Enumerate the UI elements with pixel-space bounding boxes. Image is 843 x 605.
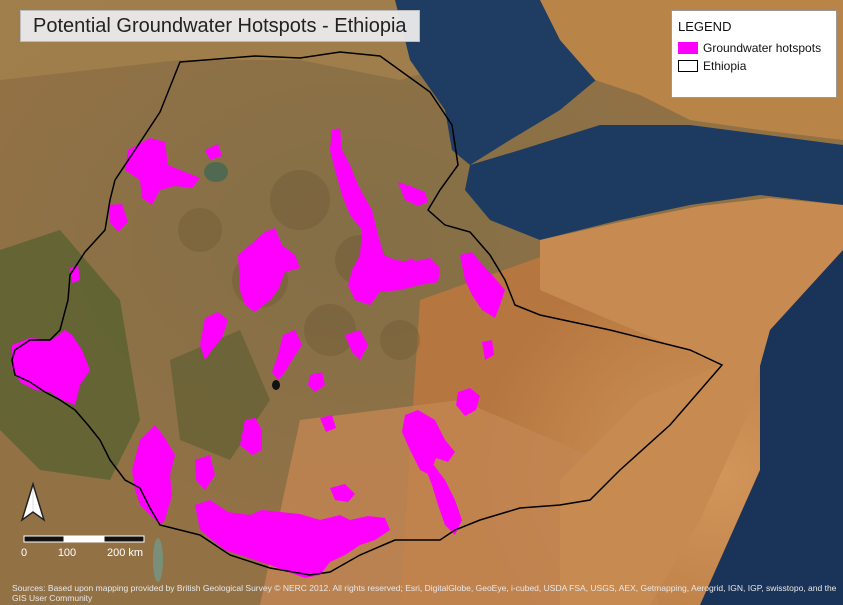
legend-item-hotspots: Groundwater hotspots bbox=[678, 41, 830, 55]
hotspot-swatch-icon bbox=[678, 42, 698, 54]
legend-label-hotspots: Groundwater hotspots bbox=[703, 41, 822, 55]
scale-label-100: 100 bbox=[58, 547, 76, 559]
legend-title: LEGEND bbox=[678, 19, 732, 34]
hotspot-west bbox=[12, 330, 90, 405]
legend-item-ethiopia: Ethiopia bbox=[678, 59, 830, 73]
north-arrow-icon bbox=[20, 482, 46, 522]
indian-ocean bbox=[700, 250, 843, 605]
hotspot-northwest bbox=[125, 138, 200, 205]
legend-panel: LEGEND Groundwater hotspots Ethiopia bbox=[671, 10, 837, 98]
hotspot-afar bbox=[330, 128, 440, 305]
scale-bar: 0 100 200 km bbox=[21, 535, 145, 559]
attribution-text: Sources: Based upon mapping provided by … bbox=[12, 583, 837, 603]
map-title: Potential Groundwater Hotspots - Ethiopi… bbox=[20, 10, 420, 42]
scale-label-0: 0 bbox=[21, 547, 27, 559]
black-feature bbox=[272, 380, 280, 390]
scale-label-200: 200 km bbox=[107, 547, 143, 559]
hotspot-south bbox=[195, 500, 390, 578]
hotspot-southwest bbox=[132, 425, 175, 525]
map-title-text: Potential Groundwater Hotspots - Ethiopi… bbox=[33, 14, 407, 37]
lake-turkana bbox=[153, 538, 163, 582]
gulf-of-aden bbox=[465, 125, 843, 240]
groundwater-hotspots-layer bbox=[12, 128, 505, 578]
legend-label-ethiopia: Ethiopia bbox=[703, 59, 747, 73]
hotspot-central-north bbox=[238, 228, 300, 312]
boundary-swatch-icon bbox=[678, 60, 698, 72]
lake-tana bbox=[204, 162, 228, 182]
ethiopia-boundary bbox=[11, 51, 724, 576]
horn-of-africa bbox=[540, 198, 843, 605]
